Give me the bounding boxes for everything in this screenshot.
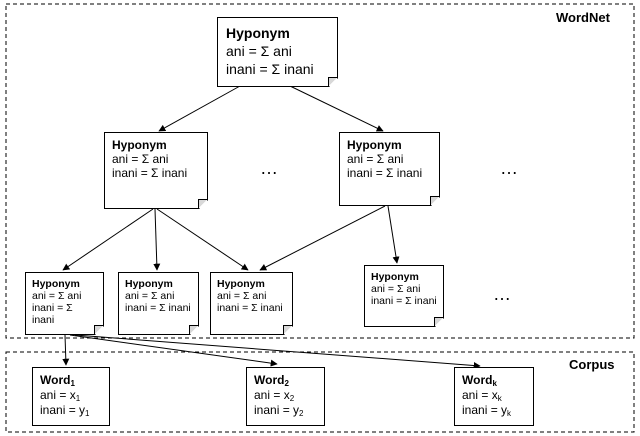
hyponym-ani: ani = Σ ani	[347, 152, 404, 166]
edge-right-to-leaf3	[259, 205, 386, 271]
hyponym-title: Hyponym	[347, 138, 402, 152]
edge-right-to-leaf4	[387, 205, 400, 264]
word-ani: ani = xk	[462, 388, 502, 403]
hyponym-inani: inani = Σ inani	[125, 302, 191, 314]
word-1-node: Word1 ani = x1 inani = y1	[32, 367, 110, 426]
page-fold-icon	[94, 325, 103, 334]
hyponym-title: Hyponym	[125, 278, 173, 290]
hyponym-ani: ani = Σ ani	[32, 290, 82, 302]
corpus-label: Corpus	[569, 357, 615, 372]
word-inani: inani = y2	[254, 403, 304, 418]
edge-leaf1-to-word1	[62, 334, 70, 366]
edge-root-to-left	[158, 85, 241, 132]
hyponym-level2-left-node: Hyponym ani = Σ ani inani = Σ inani	[104, 132, 208, 209]
page-fold-icon	[198, 199, 207, 208]
corpus-region	[5, 351, 635, 433]
word-inani: inani = yk	[462, 403, 512, 418]
hyponym-leaf-3-node: Hyponym ani = Σ ani inani = Σ inani	[210, 272, 293, 335]
hyponym-title: Hyponym	[226, 25, 290, 41]
hyponym-inani: inani = Σ inani	[217, 302, 283, 314]
hyponym-inani: inani = Σ inani	[226, 61, 314, 77]
page-fold-icon	[328, 77, 337, 86]
page-fold-icon	[283, 325, 292, 334]
word-title: Word1	[40, 373, 75, 388]
edge-left-to-leaf2	[153, 208, 161, 271]
edge-left-to-leaf3	[156, 208, 249, 271]
wordnet-region	[5, 3, 635, 339]
word-title: Word2	[254, 373, 289, 388]
hyponym-leaf-1-node: Hyponym ani = Σ ani inani = Σ inani	[25, 272, 104, 335]
hyponym-ani: ani = Σ ani	[125, 290, 175, 302]
ellipsis-level3-right: …	[493, 284, 512, 304]
hyponym-title: Hyponym	[112, 138, 167, 152]
hyponym-title: Hyponym	[217, 278, 265, 290]
hyponym-inani: inani = Σ inani	[347, 166, 423, 180]
page-fold-icon	[430, 196, 439, 205]
hyponym-ani: ani = Σ ani	[217, 290, 267, 302]
page-fold-icon	[434, 317, 443, 326]
wordnet-label: WordNet	[556, 10, 610, 25]
edge-leaf1-to-word2	[69, 334, 278, 367]
hyponym-leaf-2-node: Hyponym ani = Σ ani inani = Σ inani	[118, 272, 199, 335]
word-ani: ani = x2	[254, 388, 295, 403]
word-2-node: Word2 ani = x2 inani = y2	[246, 367, 325, 426]
edge-left-to-leaf1	[62, 208, 154, 271]
ellipsis-level2-right: …	[500, 158, 519, 178]
hyponym-leaf-4-node: Hyponym ani = Σ ani inani = Σ inani	[364, 265, 444, 327]
word-k-node: Wordk ani = xk inani = yk	[454, 367, 534, 426]
edge-root-to-right	[289, 85, 384, 132]
word-ani: ani = x1	[40, 388, 81, 403]
hyponym-ani: ani = Σ ani	[112, 152, 169, 166]
hyponym-title: Hyponym	[371, 271, 419, 283]
word-inani: inani = y1	[40, 403, 90, 418]
hyponym-inani: inani = Σ inani	[371, 295, 437, 307]
hyponym-ani: ani = Σ ani	[226, 43, 292, 59]
hyponym-inani: inani = Σ inani	[112, 166, 188, 180]
hyponym-inani: inani = Σ inani	[32, 302, 73, 326]
hyponym-level2-right-node: Hyponym ani = Σ ani inani = Σ inani	[339, 132, 440, 206]
hyponym-title: Hyponym	[32, 278, 80, 290]
page-fold-icon	[189, 325, 198, 334]
ellipsis-level2-middle: …	[260, 158, 279, 178]
hyponym-root-node: Hyponym ani = Σ ani inani = Σ inani	[217, 17, 338, 87]
edge-leaf1-to-wordk	[74, 334, 481, 370]
word-title: Wordk	[462, 373, 497, 388]
hyponym-ani: ani = Σ ani	[371, 283, 421, 295]
